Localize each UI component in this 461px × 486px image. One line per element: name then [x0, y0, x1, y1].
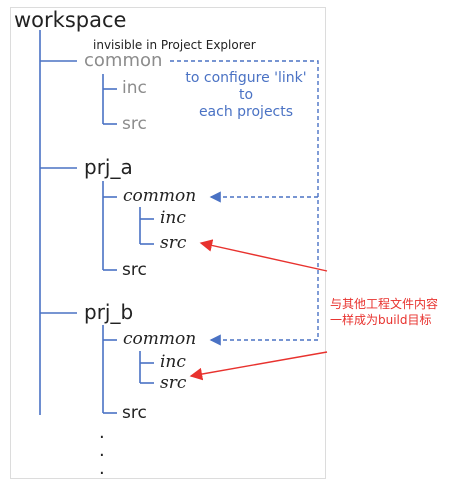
prj-a-src-label: src — [122, 260, 147, 280]
prj-a-label: prj_a — [84, 155, 133, 179]
link-note: to configure 'link' to each projects — [178, 70, 314, 120]
link-connector — [170, 60, 319, 340]
invisible-note: invisible in Project Explorer — [93, 38, 256, 52]
shared-inc-label: inc — [122, 78, 147, 98]
build-arrow-prj-b — [189, 351, 328, 381]
build-arrow-prj-a — [199, 239, 328, 272]
link-note-line-1: to configure 'link' to — [185, 70, 307, 103]
build-note: 与其他工程文件内容 一样成为build目标 — [330, 296, 438, 328]
build-note-line-2: 一样成为build目标 — [330, 313, 432, 328]
prj-b-linked-src-label: src — [160, 373, 187, 393]
prj-b-src-label: src — [122, 403, 147, 423]
shared-src-label: src — [122, 114, 147, 134]
shared-folder-label: common — [84, 50, 163, 71]
ellipsis-dot-1: . — [99, 422, 105, 443]
diagram-frame — [10, 7, 326, 479]
ellipsis-dot-2: . — [99, 440, 105, 461]
prj-a-linked-inc-label: inc — [160, 208, 186, 228]
prj-b-label: prj_b — [84, 300, 134, 324]
build-note-line-1: 与其他工程文件内容 — [330, 297, 439, 311]
root-label: workspace — [14, 8, 127, 32]
prj-a-linked-label: common — [123, 186, 197, 206]
prj-a-linked-src-label: src — [160, 233, 187, 253]
prj-b-linked-inc-label: inc — [160, 352, 186, 372]
ellipsis-dot-3: . — [99, 458, 105, 479]
link-note-line-2: each projects — [198, 103, 294, 120]
prj-b-linked-label: common — [123, 329, 197, 349]
